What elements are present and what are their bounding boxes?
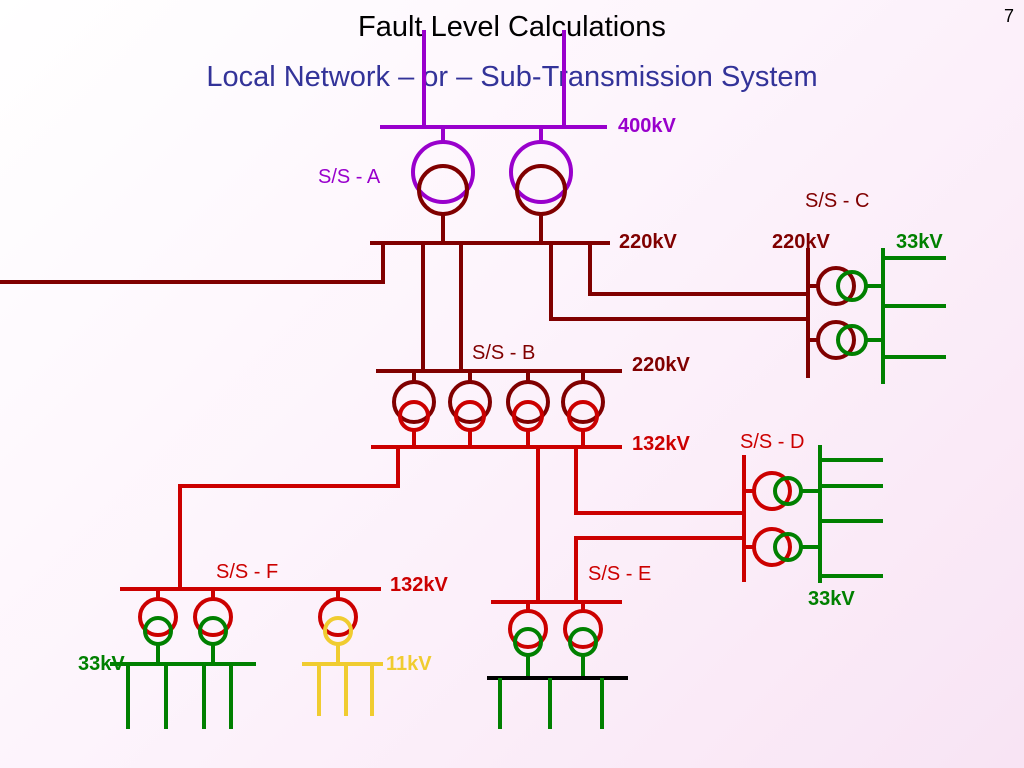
transformer-e2-primary <box>563 609 603 649</box>
network-400kv <box>380 30 607 204</box>
transformer-a2-secondary <box>515 164 567 216</box>
slide-title: Fault Level Calculations <box>358 11 666 43</box>
transformer-e1-primary <box>508 609 548 649</box>
transformer-b4-secondary <box>567 400 599 432</box>
label-132kv-b: 132kV <box>632 433 690 455</box>
network-33kv-e <box>513 627 598 678</box>
network-lv-e <box>487 676 628 729</box>
transformer-d1-primary <box>752 471 792 511</box>
transformer-b4-primary <box>561 380 605 424</box>
transformer-c1-primary <box>816 266 856 306</box>
transformer-b2-primary <box>448 380 492 424</box>
transformer-f1-primary <box>138 597 178 637</box>
label-ss-d: S/S - D <box>740 431 804 453</box>
network-33kv-d <box>773 445 883 583</box>
transformer-b1-secondary <box>398 400 430 432</box>
label-33kv-c: 33kV <box>896 231 943 253</box>
label-220kv-a: 220kV <box>619 231 677 253</box>
label-132kv-f: 132kV <box>390 574 448 596</box>
transformer-b1-primary <box>392 380 436 424</box>
slide-subtitle: Local Network – or – Sub-Transmission Sy… <box>206 61 818 93</box>
transformer-f3-primary <box>318 597 358 637</box>
transformer-b2-secondary <box>454 400 486 432</box>
network-220kv <box>0 164 856 424</box>
label-33kv-d: 33kV <box>808 588 855 610</box>
transformer-d2-primary <box>752 527 792 567</box>
label-ss-c: S/S - C <box>805 190 869 212</box>
network-132kv <box>120 400 792 649</box>
network-11kv-f <box>302 616 383 716</box>
label-400kv: 400kV <box>618 115 676 137</box>
transformer-b3-primary <box>506 380 550 424</box>
transformer-a1-primary <box>411 140 475 204</box>
transformer-b3-secondary <box>512 400 544 432</box>
label-ss-a: S/S - A <box>318 166 381 188</box>
label-11kv-f: 11kV <box>386 653 432 675</box>
slide-number: 7 <box>1003 6 1014 26</box>
label-220kv-b: 220kV <box>632 354 690 376</box>
label-33kv-f: 33kV <box>78 653 125 675</box>
transformer-a1-secondary <box>417 164 469 216</box>
label-220kv-c: 220kV <box>772 231 830 253</box>
transformer-a2-primary <box>509 140 573 204</box>
feeder-west <box>0 243 385 284</box>
network-33kv-c <box>836 248 946 384</box>
transformer-e2-secondary <box>568 627 598 657</box>
transformer-e1-secondary <box>513 627 543 657</box>
label-ss-e: S/S - E <box>588 563 651 585</box>
network-33kv-f <box>110 616 256 729</box>
transformer-c2-primary <box>816 320 856 360</box>
label-ss-f: S/S - F <box>216 561 278 583</box>
label-ss-b: S/S - B <box>472 342 535 364</box>
transformer-f2-primary <box>193 597 233 637</box>
